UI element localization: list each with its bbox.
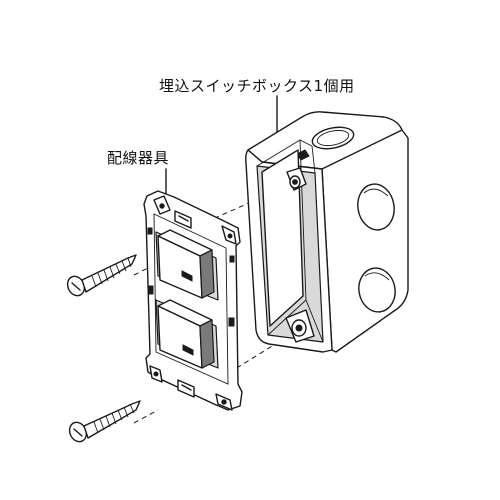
wiring-device-label: 配線器具 [107, 149, 170, 167]
switch-box-label: 埋込スイッチボックス1個用 [159, 77, 355, 95]
switch-box-icon [245, 111, 409, 353]
screw-icon [68, 400, 141, 443]
screw-icon [66, 254, 137, 297]
wiring-device-icon [143, 190, 243, 411]
